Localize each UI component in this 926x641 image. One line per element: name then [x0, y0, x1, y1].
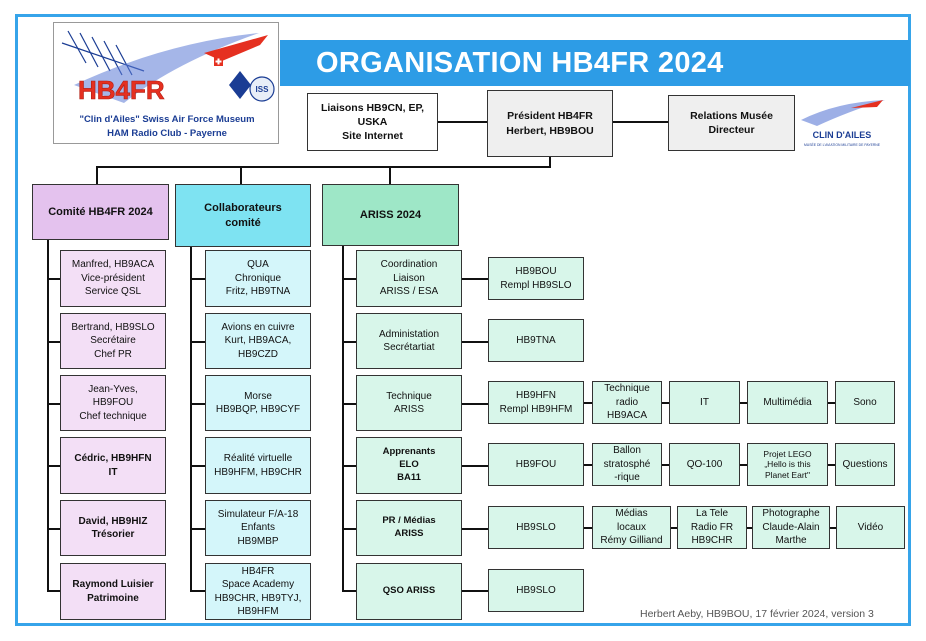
- club-logo: HB4FR ISS "Clin d'Ailes" Swiss Air Force…: [53, 22, 279, 144]
- ariss-header: ARISS 2024: [322, 184, 459, 246]
- swoosh-icon: [74, 33, 259, 103]
- jet-icon: [204, 35, 268, 61]
- pr-sub-item: Photographe Claude-Alain Marthe: [752, 506, 830, 549]
- ariss-item: Technique ARISS: [356, 375, 462, 431]
- technique-sub-item: IT: [669, 381, 740, 424]
- president-box: Président HB4FR Herbert, HB9BOU: [487, 90, 613, 157]
- technique-sub-item: Sono: [835, 381, 895, 424]
- ariss-lead: HB9HFN Rempl HB9HFM: [488, 381, 584, 424]
- comite-item: Raymond Luisier Patrimoine: [60, 563, 166, 620]
- comite-item: Jean-Yves, HB9FOU Chef technique: [60, 375, 166, 431]
- ariss-lead: HB9BOU Rempl HB9SLO: [488, 257, 584, 300]
- logo-callsign: HB4FR: [78, 75, 165, 105]
- pr-sub-item: Vidéo: [836, 506, 905, 549]
- ariss-item: QSO ARISS: [356, 563, 462, 620]
- svg-text:ISS: ISS: [256, 85, 270, 94]
- arrl-icon: [229, 71, 251, 99]
- collab-item: Réalité virtuelle HB9HFM, HB9CHR: [205, 437, 311, 494]
- logo-club-line: HAM Radio Club - Payerne: [107, 128, 227, 139]
- collab-item: QUA Chronique Fritz, HB9TNA: [205, 250, 311, 307]
- apprenants-sub-item: QO-100: [669, 443, 740, 486]
- ariss-item: Coordination Liaison ARISS / ESA: [356, 250, 462, 307]
- apprenants-sub-item: Projet LEGO „Hello is this Planet Eart": [747, 443, 828, 486]
- ariss-item: Apprenants ELO BA11: [356, 437, 462, 494]
- technique-sub-item: Technique radio HB9ACA: [592, 381, 662, 424]
- footer-credit: Herbert Aeby, HB9BOU, 17 février 2024, v…: [640, 608, 874, 620]
- collab-header: Collaborateurs comité: [175, 184, 311, 247]
- pr-sub-item: Médias locaux Rémy Gilliand: [592, 506, 671, 549]
- collab-item: Simulateur F/A-18 Enfants HB9MBP: [205, 500, 311, 556]
- musee-jet-icon: [851, 100, 883, 108]
- collab-item: Avions en cuivre Kurt, HB9ACA, HB9CZD: [205, 313, 311, 369]
- ariss-item: PR / Médias ARISS: [356, 500, 462, 556]
- logo-museum-line: "Clin d'Ailes" Swiss Air Force Museum: [79, 114, 254, 125]
- ariss-lead: HB9SLO: [488, 506, 584, 549]
- pr-sub-item: La Tele Radio FR HB9CHR: [677, 506, 747, 549]
- logo-artwork: HB4FR ISS "Clin d'Ailes" Swiss Air Force…: [61, 30, 275, 139]
- comite-item: Bertrand, HB9SLO Secrétaire Chef PR: [60, 313, 166, 369]
- apprenants-sub-item: Ballon stratosphé -rique: [592, 443, 662, 486]
- svg-text:MUSÉE DE L'AVIATION MILITAIRE: MUSÉE DE L'AVIATION MILITAIRE DE PAYERNE: [804, 142, 881, 147]
- relations-musee-box: Relations Musée Directeur: [668, 95, 795, 151]
- ariss-lead: HB9SLO: [488, 569, 584, 612]
- ariss-item: Administation Secrétartiat: [356, 313, 462, 369]
- comite-header: Comité HB4FR 2024: [32, 184, 169, 240]
- comite-item: Cédric, HB9HFN IT: [60, 437, 166, 494]
- ariss-lead: HB9TNA: [488, 319, 584, 362]
- collab-item: HB4FR Space Academy HB9CHR, HB9TYJ, HB9H…: [205, 563, 311, 620]
- collab-item: Morse HB9BQP, HB9CYF: [205, 375, 311, 431]
- svg-text:CLIN D'AILES: CLIN D'AILES: [813, 130, 872, 140]
- iss-badge-icon: [249, 76, 275, 102]
- liaisons-box: Liaisons HB9CN, EP, USKA Site Internet: [307, 93, 438, 151]
- page-title: ORGANISATION HB4FR 2024: [280, 40, 910, 86]
- apprenants-sub-item: Questions: [835, 443, 895, 486]
- comite-item: Manfred, HB9ACA Vice-président Service Q…: [60, 250, 166, 307]
- page-frame: [15, 14, 911, 626]
- musee-logo: CLIN D'AILES MUSÉE DE L'AVIATION MILITAI…: [797, 98, 887, 152]
- technique-sub-item: Multimédia: [747, 381, 828, 424]
- ariss-lead: HB9FOU: [488, 443, 584, 486]
- comite-item: David, HB9HIZ Trésorier: [60, 500, 166, 556]
